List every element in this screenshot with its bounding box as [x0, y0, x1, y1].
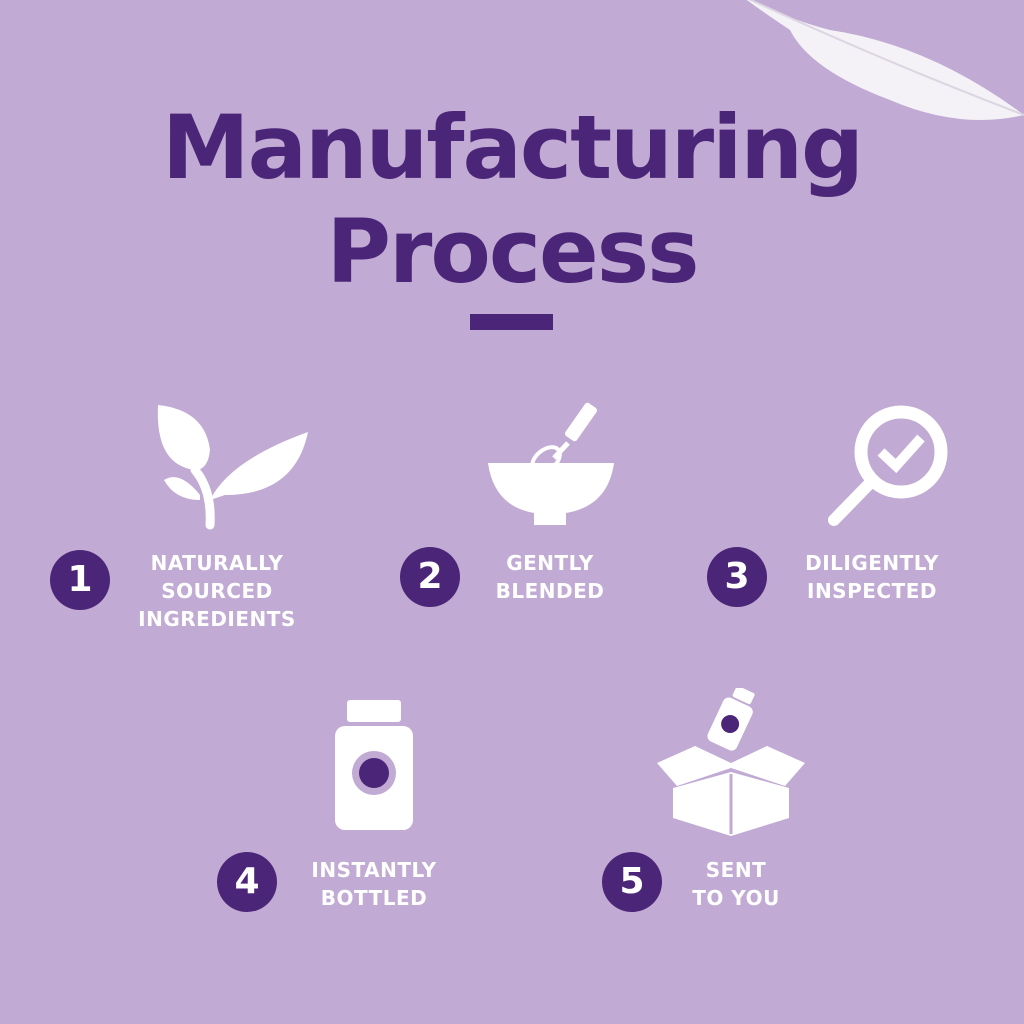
step-number-1: 1 — [50, 550, 110, 610]
step-number-4: 4 — [217, 852, 277, 912]
step-5-line: TO YOU — [692, 886, 780, 910]
step-1-line: INGREDIENTS — [138, 607, 296, 631]
step-number-3: 3 — [707, 547, 767, 607]
step-number-5: 5 — [602, 852, 662, 912]
step-number-2: 2 — [400, 547, 460, 607]
step-3-line: INSPECTED — [807, 579, 937, 603]
step-label-1: NATURALLY SOURCED INGREDIENTS — [97, 549, 337, 633]
feather-decoration — [746, 0, 1024, 121]
bottle-icon — [335, 700, 413, 830]
step-label-5: SENT TO YOU — [616, 856, 856, 912]
step-label-2: GENTLY BLENDED — [430, 549, 670, 605]
step-4-line: INSTANTLY — [311, 858, 437, 882]
page-title-line1: Manufacturing — [162, 96, 864, 199]
title-underline — [470, 314, 553, 330]
step-4-line: BOTTLED — [320, 886, 428, 910]
step-3-line: DILIGENTLY — [805, 551, 939, 575]
step-2-line: BLENDED — [495, 579, 605, 603]
box-icon — [657, 688, 805, 836]
step-1-line: SOURCED — [161, 579, 273, 603]
step-2-line: GENTLY — [506, 551, 594, 575]
step-label-4: INSTANTLY BOTTLED — [254, 856, 494, 912]
step-5-line: SENT — [705, 858, 767, 882]
whisk-bowl-icon — [488, 402, 614, 525]
step-1-line: NATURALLY — [150, 551, 284, 575]
step-label-3: DILIGENTLY INSPECTED — [752, 549, 992, 605]
page-title-line2: Process — [326, 200, 700, 303]
magnifier-check-icon — [828, 405, 948, 526]
leaf-icon — [157, 405, 308, 530]
